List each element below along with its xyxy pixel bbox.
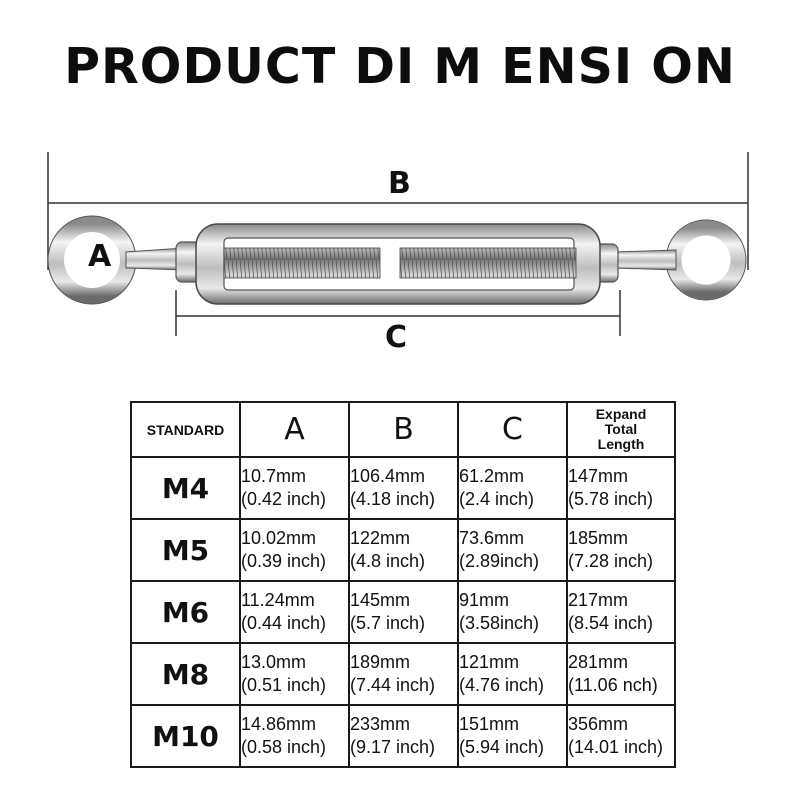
cell-a: 10.02mm (0.39 inch) (239, 518, 350, 582)
value-mm: 151mm (459, 714, 520, 734)
value-inch: (7.28 inch) (568, 551, 654, 571)
value-mm: 11.24mm (241, 590, 315, 610)
cell-b: 233mm (9.17 inch) (348, 704, 459, 768)
cell-c: 91mm (3.58inch) (457, 580, 568, 644)
cell-b: 145mm (5.7 inch) (348, 580, 459, 644)
dimension-b-line (47, 152, 749, 270)
value-inch: (0.42 inch) (241, 489, 327, 509)
cell-a: 14.86mm (0.58 inch) (239, 704, 350, 768)
header-expand-line-2: Total (604, 421, 638, 437)
value-inch: (2.89inch) (459, 551, 540, 571)
value-mm: 61.2mm (459, 466, 525, 486)
value-mm: 91mm (459, 590, 510, 610)
cell-a: 10.7mm (0.42 inch) (239, 456, 350, 520)
row-standard: M6 (130, 580, 241, 644)
turnbuckle-illustration (47, 152, 749, 336)
value-inch: (5.7 inch) (350, 613, 426, 633)
value-mm: 281mm (568, 652, 629, 672)
dimension-c-line (175, 290, 621, 336)
value-mm: 121mm (459, 652, 520, 672)
value-mm: 10.02mm (241, 528, 317, 548)
value-inch: (4.8 inch) (350, 551, 426, 571)
right-eye-bolt (613, 219, 747, 301)
cell-total: 147mm (5.78 inch) (566, 456, 676, 520)
turnbuckle-diagram: B A C (0, 140, 800, 370)
value-mm: 73.6mm (459, 528, 525, 548)
cell-total: 185mm (7.28 inch) (566, 518, 676, 582)
value-inch: (3.58inch) (459, 613, 540, 633)
value-mm: 10.7mm (241, 466, 307, 486)
cell-c: 61.2mm (2.4 inch) (457, 456, 568, 520)
dimension-label-b: B (388, 166, 411, 201)
value-inch: (7.44 inch) (350, 675, 436, 695)
value-inch: (14.01 inch) (568, 737, 664, 757)
value-inch: (4.18 inch) (350, 489, 436, 509)
page-title: PRODUCT DI M ENSI ON (64, 38, 736, 95)
cell-a: 11.24mm (0.44 inch) (239, 580, 350, 644)
value-mm: 106.4mm (350, 466, 426, 486)
table-header-row: STANDARD A B C Expand Total Length (130, 401, 676, 458)
header-a: A (239, 401, 350, 458)
value-mm: 14.86mm (241, 714, 317, 734)
header-expand-line-3: Length (597, 436, 645, 452)
value-inch: (5.94 inch) (459, 737, 545, 757)
row-standard: M10 (130, 704, 241, 768)
dimension-label-a: A (86, 239, 114, 274)
header-expand-total-length: Expand Total Length (566, 401, 676, 458)
header-expand-line-1: Expand (595, 406, 647, 422)
left-eye-bolt (47, 215, 185, 305)
cell-b: 189mm (7.44 inch) (348, 642, 459, 706)
value-inch: (8.54 inch) (568, 613, 654, 633)
value-inch: (0.51 inch) (241, 675, 327, 695)
value-mm: 217mm (568, 590, 629, 610)
cell-b: 122mm (4.8 inch) (348, 518, 459, 582)
value-mm: 13.0mm (241, 652, 307, 672)
value-inch: (4.76 inch) (459, 675, 545, 695)
value-inch: (2.4 inch) (459, 489, 535, 509)
value-mm: 185mm (568, 528, 629, 548)
row-standard: M4 (130, 456, 241, 520)
cell-total: 356mm (14.01 inch) (566, 704, 676, 768)
cell-c: 73.6mm (2.89inch) (457, 518, 568, 582)
value-inch: (9.17 inch) (350, 737, 436, 757)
value-mm: 145mm (350, 590, 411, 610)
value-inch: (0.39 inch) (241, 551, 327, 571)
cell-a: 13.0mm (0.51 inch) (239, 642, 350, 706)
value-mm: 122mm (350, 528, 411, 548)
header-c: C (457, 401, 568, 458)
cell-c: 121mm (4.76 inch) (457, 642, 568, 706)
value-mm: 356mm (568, 714, 629, 734)
cell-total: 281mm (11.06 nch) (566, 642, 676, 706)
cell-total: 217mm (8.54 inch) (566, 580, 676, 644)
row-standard: M8 (130, 642, 241, 706)
value-mm: 233mm (350, 714, 411, 734)
header-standard: STANDARD (130, 401, 241, 458)
value-inch: (0.44 inch) (241, 613, 327, 633)
dimension-label-c: C (385, 320, 408, 355)
value-mm: 189mm (350, 652, 411, 672)
row-standard: M5 (130, 518, 241, 582)
cell-b: 106.4mm (4.18 inch) (348, 456, 459, 520)
value-inch: (11.06 nch) (568, 675, 658, 695)
value-inch: (0.58 inch) (241, 737, 327, 757)
header-b: B (348, 401, 459, 458)
turnbuckle-body (175, 223, 619, 305)
value-inch: (5.78 inch) (568, 489, 654, 509)
value-mm: 147mm (568, 466, 629, 486)
cell-c: 151mm (5.94 inch) (457, 704, 568, 768)
